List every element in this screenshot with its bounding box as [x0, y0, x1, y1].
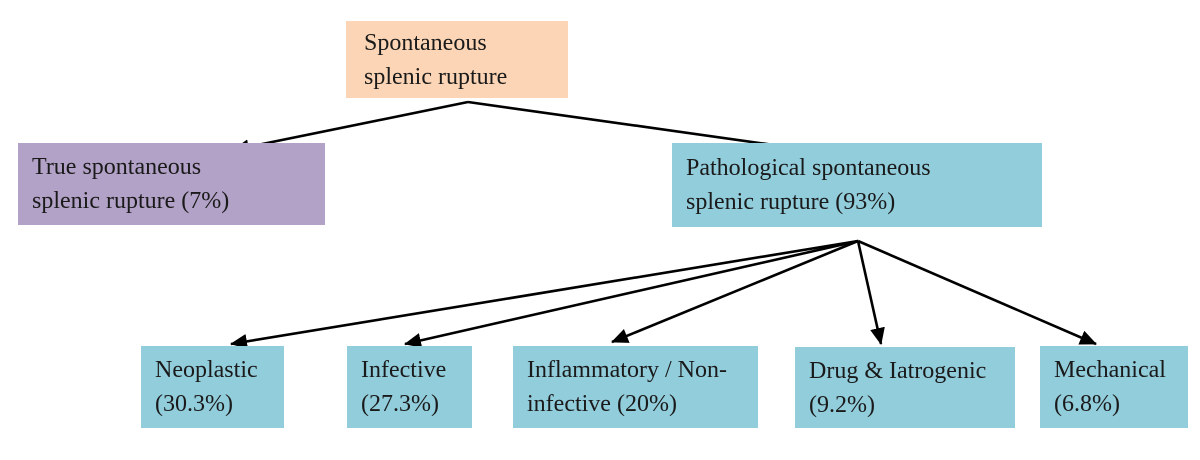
edge-pathological-to-neoplastic — [230, 239, 859, 349]
node-spontaneous-splenic-rupture: Spontaneous splenic rupture — [346, 21, 568, 98]
node-inflammatory-non-infective: Inflammatory / Non- infective (20%) — [513, 346, 758, 428]
edge-pathological-to-infective — [404, 239, 859, 348]
node-infective: Infective (27.3%) — [347, 346, 472, 428]
edge-pathological-to-drug-iatrogenic — [856, 240, 885, 345]
node-drug-iatrogenic: Drug & Iatrogenic (9.2%) — [795, 347, 1015, 428]
node-neoplastic: Neoplastic (30.3%) — [141, 346, 284, 428]
node-pathological-spontaneous-splenic-rupture: Pathological spontaneous splenic rupture… — [672, 143, 1042, 227]
edge-pathological-to-inflammatory — [611, 239, 859, 344]
node-true-spontaneous-splenic-rupture: True spontaneous splenic rupture (7%) — [18, 143, 325, 225]
node-mechanical: Mechanical (6.8%) — [1040, 346, 1188, 428]
edge-pathological-to-mechanical — [857, 239, 1097, 346]
